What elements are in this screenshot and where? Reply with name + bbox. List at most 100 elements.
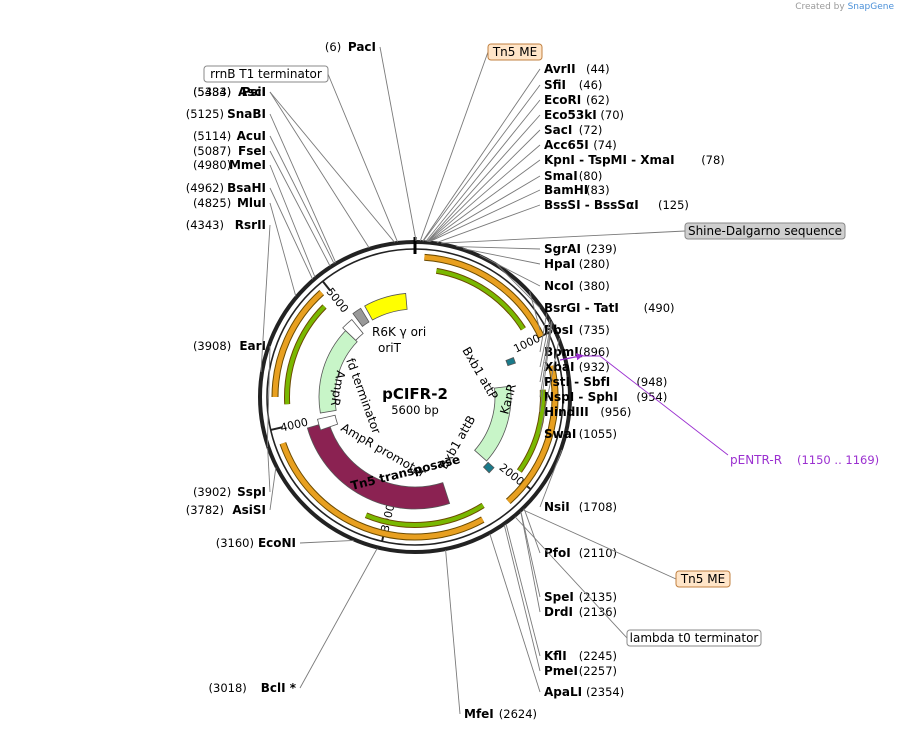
site-mlui: MluI (4825) xyxy=(193,196,297,297)
site-leader xyxy=(299,539,354,544)
tick-label-5000: 5000 xyxy=(323,285,351,315)
boxed-text: Tn5 ME xyxy=(492,45,537,59)
boxed-leader xyxy=(514,516,628,639)
site-nsii: NsiI(1708) xyxy=(539,449,617,514)
site-leader xyxy=(463,248,541,265)
site-leader xyxy=(269,150,331,267)
site-position: (3782) xyxy=(186,503,224,517)
site-leader xyxy=(503,524,541,672)
boxed-leader xyxy=(441,230,686,244)
boxed-rect xyxy=(675,570,731,588)
site-position: (4343) xyxy=(186,218,224,232)
site-position: (5334) xyxy=(193,85,231,99)
site-position: (2624) xyxy=(499,707,537,721)
plasmid-length: 5600 bp xyxy=(391,403,439,417)
site-enzyme: PacI xyxy=(348,40,376,54)
boxed-text: rrnB T1 terminator xyxy=(210,67,322,81)
credit-prefix: Created by xyxy=(795,2,845,12)
site-position: (62) xyxy=(586,93,610,107)
site-enzyme: BpmI xyxy=(544,345,579,359)
site-leader xyxy=(422,84,541,242)
site-position: (735) xyxy=(579,323,610,337)
site-enzyme: MluI xyxy=(237,196,266,210)
site-enzyme: HindIII xyxy=(544,405,589,419)
site-enzyme: BclI * xyxy=(261,681,297,695)
feature-bxb1-attp xyxy=(505,357,516,367)
site-enzyme: NspI - SphI xyxy=(544,390,618,404)
site-leader xyxy=(539,322,553,413)
site-enzyme: AcuI xyxy=(237,129,266,143)
orf-arc-2 xyxy=(280,442,484,540)
site-position: (125) xyxy=(658,198,689,212)
site-leader xyxy=(479,254,541,287)
site-leader xyxy=(436,204,541,243)
tick-4000 xyxy=(270,426,283,431)
site-enzyme: SwaI xyxy=(544,427,576,441)
site-enzyme: AsiSI xyxy=(232,503,266,517)
site-position: (3908) xyxy=(193,339,231,353)
site-enzyme: EcoRI xyxy=(544,93,581,107)
feature-label-ampr: AmpR xyxy=(328,369,348,407)
site-enzyme: SpeI xyxy=(544,590,574,604)
site-leader xyxy=(427,144,541,242)
site-asci: AscI(5483) xyxy=(193,85,395,243)
site-enzyme: EarI xyxy=(239,339,266,353)
primer-name: pENTR-R xyxy=(730,453,782,467)
site-enzyme: BamHI xyxy=(544,183,588,197)
site-leader xyxy=(269,91,370,249)
site-swai: SwaI(1055) xyxy=(539,338,617,441)
site-bsahi: BsaHI(4962) xyxy=(186,181,314,280)
site-bsrgi-tati: BsrGI - TatI(490) xyxy=(496,263,675,315)
site-position: (6) xyxy=(325,40,341,54)
feature-tn5-transposase xyxy=(306,421,451,510)
site-leader xyxy=(266,345,271,448)
site-leader xyxy=(539,449,563,508)
site-enzyme: HpaI xyxy=(544,257,575,271)
tick-5000 xyxy=(321,280,331,292)
site-leader xyxy=(539,313,548,353)
site-psii: PsiI(5334) xyxy=(193,85,370,249)
primer-leader xyxy=(582,355,729,456)
site-pfoi: PfoI(2110) xyxy=(523,508,617,560)
site-enzyme: XbaI xyxy=(544,360,574,374)
site-hpai: HpaI(280) xyxy=(463,248,610,271)
site-enzyme: BsaHI xyxy=(227,181,266,195)
site-leader xyxy=(269,187,314,280)
site-position: (3160) xyxy=(216,536,254,550)
boxed-text: Tn5 ME xyxy=(680,572,725,586)
site-leader xyxy=(539,338,560,435)
site-bbsi: BbsI(735) xyxy=(529,290,610,337)
site-leader xyxy=(428,175,541,243)
feature-fd-terminator xyxy=(342,318,364,341)
site-position: (4825) xyxy=(193,196,231,210)
site-position: (70) xyxy=(600,108,624,122)
site-position: (5125) xyxy=(186,107,224,121)
boxed-rect xyxy=(487,43,543,61)
site-acui: AcuI(5114) xyxy=(193,129,335,264)
site-position: (948) xyxy=(636,375,667,389)
site-enzyme: NcoI xyxy=(544,279,574,293)
site-leader xyxy=(489,533,541,693)
site-leader xyxy=(496,263,541,309)
site-sgrai: SgrAI(239) xyxy=(456,242,617,256)
site-avrii: AvrII(44) xyxy=(422,62,610,242)
boxed-leader xyxy=(522,509,677,580)
feature-label-bxb1-attp: Bxb1 attP xyxy=(459,345,500,403)
orf-arc-1 xyxy=(506,365,558,504)
site-enzyme: SnaBI xyxy=(227,107,266,121)
orf-arc-outline-4 xyxy=(435,267,526,331)
site-nspi-sphi: NspI - SphI(954) xyxy=(539,322,667,404)
site-snabi: SnaBI(5125) xyxy=(186,107,337,263)
site-position: (380) xyxy=(579,279,610,293)
site-eco53ki: Eco53kI(70) xyxy=(426,108,624,242)
site-enzyme: PstI - SbfI xyxy=(544,375,610,389)
site-enzyme: SspI xyxy=(237,485,266,499)
orf-arc-3 xyxy=(272,290,324,398)
site-mmei: MmeI(4980) xyxy=(193,158,316,278)
site-apali: ApaLI(2354) xyxy=(489,533,624,699)
site-enzyme: AscI xyxy=(238,85,266,99)
feature-ampr-promoter xyxy=(317,414,339,431)
site-enzyme: SfiI xyxy=(544,78,566,92)
site-leader xyxy=(456,246,541,250)
site-position: (1708) xyxy=(579,500,617,514)
